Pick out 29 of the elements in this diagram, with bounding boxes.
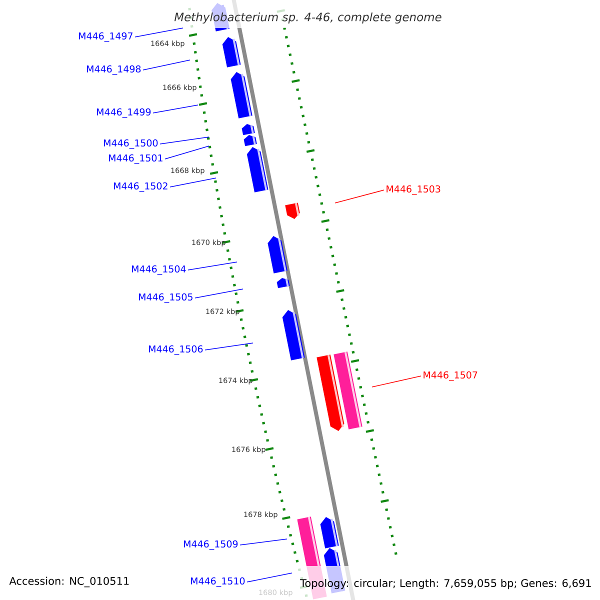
leader-line	[246, 572, 292, 582]
gene-label: M446_1503	[386, 185, 440, 195]
gene-label: M446_1499	[96, 108, 151, 118]
leader-line	[188, 262, 238, 270]
genome-info-text: Topology: circular; Length: 7,659,055 bp; Genes: 6,691	[300, 578, 591, 590]
leader-line	[134, 28, 184, 38]
title: Methylobacterium sp. 4-46, complete genome	[174, 12, 442, 24]
gene-label: M446_1498	[86, 65, 141, 75]
gene-label: M446_1507	[424, 371, 478, 381]
leader-line	[152, 104, 198, 114]
gene-label: M446_1510	[190, 577, 245, 587]
leader-line	[204, 342, 254, 350]
gene-label: M446_1505	[138, 293, 192, 303]
leader-line	[142, 60, 190, 70]
gene-label: M446_1502	[114, 182, 168, 192]
accession-text: Accession: NC_010511	[9, 576, 129, 588]
leader-line	[240, 538, 288, 546]
leader-line	[160, 136, 210, 144]
gene-label: M446_1509	[184, 540, 238, 550]
gene-label: M446_1501	[108, 154, 162, 164]
leader-line	[372, 376, 422, 388]
gene-label: M446_1506	[148, 345, 203, 355]
leader-line	[334, 190, 384, 204]
gene-label: M446_1504	[132, 265, 186, 275]
leader-line	[164, 146, 210, 160]
gene-label: M446_1497	[78, 32, 132, 42]
leader-line	[170, 178, 216, 188]
leader-line	[194, 288, 244, 298]
gene-label: M446_1500	[104, 139, 158, 149]
